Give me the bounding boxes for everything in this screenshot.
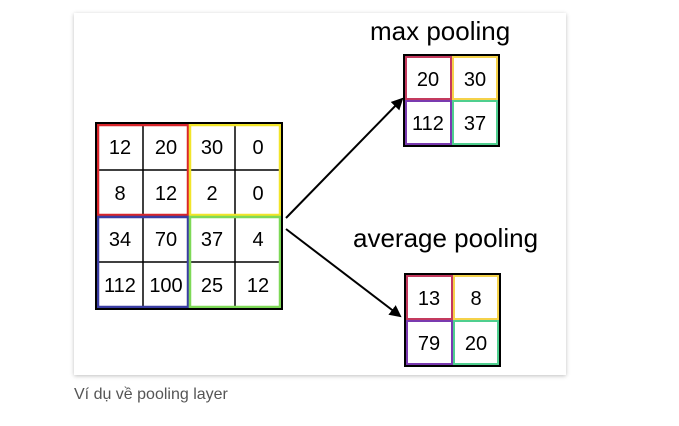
max-quadrant-top-right [452, 56, 498, 100]
max-quadrant-bottom-left [405, 100, 452, 145]
input-cell-r1-c3: 0 [252, 183, 263, 205]
max-pooling-border [403, 54, 500, 147]
max-pooling-matrix: 20 30 112 37 [403, 54, 500, 147]
average-pooling-label: average pooling [353, 223, 538, 253]
input-matrix-border [95, 122, 283, 310]
average-pooling-arrow [285, 228, 402, 318]
max-pooling-arrow [285, 97, 404, 219]
input-cell-r0-c1: 20 [155, 137, 177, 159]
avg-quadrant-top-left [406, 275, 453, 320]
max-cell-r1-c0: 112 [412, 113, 444, 135]
avg-cell-r1-c1: 20 [465, 333, 487, 355]
avg-quadrant-bottom-left [406, 320, 453, 365]
input-cell-r1-c1: 12 [155, 183, 177, 205]
input-cell-r2-c3: 4 [252, 229, 263, 251]
average-pooling-border [404, 273, 501, 367]
input-quadrant-bottom-right [188, 215, 282, 309]
input-cell-r3-c1: 100 [149, 275, 182, 297]
pooling-diagram: max pooling average pooling 12 20 30 0 8… [95, 16, 538, 367]
max-quadrant-top-left [405, 56, 452, 100]
input-matrix: 12 20 30 0 8 12 2 0 34 70 37 4 112 100 2… [95, 122, 283, 310]
input-quadrant-top-right [188, 123, 282, 217]
avg-cell-r1-c0: 79 [418, 333, 440, 355]
figure-caption: Ví dụ về pooling layer [74, 386, 228, 403]
input-cell-r0-c0: 12 [109, 137, 131, 159]
input-quadrant-top-left [96, 123, 190, 217]
input-cell-r3-c3: 12 [247, 275, 269, 297]
max-pooling-label: max pooling [370, 16, 510, 46]
average-pooling-matrix: 13 8 79 20 [404, 273, 501, 367]
avg-cell-r0-c1: 8 [470, 288, 481, 310]
input-cell-r0-c2: 30 [201, 137, 223, 159]
max-cell-r0-c1: 30 [464, 69, 486, 91]
input-cell-r2-c2: 37 [201, 229, 223, 251]
avg-cell-r0-c0: 13 [418, 288, 440, 310]
input-cell-r3-c2: 25 [201, 275, 223, 297]
input-quadrant-bottom-left [96, 215, 190, 309]
input-cell-r2-c0: 34 [109, 229, 131, 251]
avg-quadrant-top-right [453, 275, 499, 320]
max-quadrant-bottom-right [452, 100, 498, 145]
avg-quadrant-bottom-right [453, 320, 499, 365]
input-cell-r2-c1: 70 [155, 229, 177, 251]
input-cell-r1-c2: 2 [206, 183, 217, 205]
input-cell-r3-c0: 112 [104, 275, 136, 297]
input-cell-r0-c3: 0 [252, 137, 263, 159]
figure-card: max pooling average pooling 12 20 30 0 8… [74, 13, 566, 375]
max-cell-r1-c1: 37 [464, 113, 486, 135]
input-cell-r1-c0: 8 [114, 183, 125, 205]
max-cell-r0-c0: 20 [417, 69, 439, 91]
